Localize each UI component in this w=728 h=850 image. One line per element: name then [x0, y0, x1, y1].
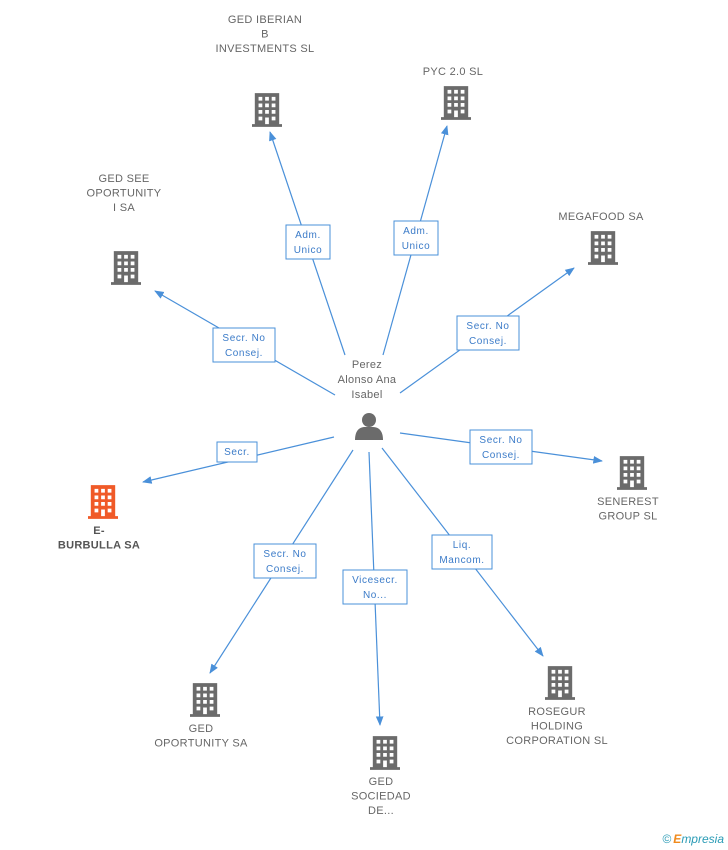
- company-node-ged-see[interactable]: GED SEE OPORTUNITY I SA: [87, 173, 162, 285]
- building-icon: [88, 485, 118, 519]
- edge-megafood: Secr. No Consej.: [399, 267, 575, 394]
- edge-ged-iberian: Adm. Unico: [269, 131, 346, 356]
- company-node-megafood[interactable]: MEGAFOOD SA: [558, 211, 644, 265]
- brand-logo-text: mpresia: [681, 832, 724, 846]
- company-label-line: GED SEE: [98, 173, 149, 185]
- company-label-line: PYC 2.0 SL: [423, 66, 483, 78]
- company-label-line: B: [261, 29, 269, 41]
- person-icon: [355, 413, 383, 440]
- company-label-line: HOLDING: [531, 721, 583, 733]
- building-icon: [588, 231, 618, 265]
- building-icon: [370, 736, 400, 770]
- company-label-line: SENEREST: [597, 496, 659, 508]
- edge-label-pyc[interactable]: Adm. Unico: [393, 220, 439, 256]
- company-label-line: GED IBERIAN: [228, 14, 302, 26]
- edge-senerest: Secr. No Consej.: [399, 429, 603, 465]
- edge-label-text: Mancom.: [439, 555, 484, 566]
- company-label-line: BURBULLA SA: [58, 540, 140, 552]
- edge-rosegur: Liq. Mancom.: [381, 447, 544, 657]
- edge-label-ged-sociedad[interactable]: Vicesecr. No...: [342, 569, 408, 605]
- edge-label-text: Liq.: [453, 540, 472, 551]
- brand-logo-initial: E: [673, 832, 682, 846]
- center-person-node[interactable]: Perez Alonso Ana Isabel: [338, 359, 397, 440]
- building-icon: [252, 93, 282, 127]
- company-label-line: I SA: [113, 202, 135, 214]
- edge-label-megafood[interactable]: Secr. No Consej.: [456, 315, 520, 351]
- edge-label-ged-see[interactable]: Secr. No Consej.: [212, 327, 276, 363]
- company-label-line: OPORTUNITY: [87, 188, 162, 200]
- edge-label-e-burbulla[interactable]: Secr.: [216, 441, 258, 463]
- center-label-line-0: Perez: [352, 359, 382, 371]
- edge-ged-see: Secr. No Consej.: [154, 290, 336, 396]
- edge-pyc: Adm. Unico: [382, 125, 449, 356]
- edge-label-rosegur[interactable]: Liq. Mancom.: [431, 534, 493, 570]
- company-label-line: INVESTMENTS SL: [216, 43, 315, 55]
- center-label-line-2: Isabel: [351, 389, 382, 401]
- company-node-ged-oportunity[interactable]: GED OPORTUNITY SA: [154, 683, 248, 750]
- company-label-line: DE...: [368, 805, 394, 817]
- company-label-line: MEGAFOOD SA: [558, 211, 644, 223]
- edge-label-box: [216, 441, 258, 463]
- company-node-senerest[interactable]: SENEREST GROUP SL: [597, 456, 659, 523]
- edge-label-text: Secr. No: [263, 549, 306, 560]
- nodes-layer: GED IBERIAN B INVESTMENTS SL PYC 2.0 SL GED …: [58, 14, 659, 817]
- company-label-line: SOCIEDAD: [351, 791, 411, 803]
- edge-label-text: Consej.: [482, 450, 520, 461]
- edge-label-text: Secr.: [224, 447, 250, 458]
- edge-label-text: Unico: [402, 241, 431, 252]
- company-node-rosegur[interactable]: ROSEGUR HOLDING CORPORATION SL: [506, 666, 608, 747]
- company-label-line: ROSEGUR: [528, 706, 586, 718]
- edge-label-text: No...: [363, 590, 387, 601]
- company-label-line: OPORTUNITY SA: [154, 738, 248, 750]
- edge-ged-oportunity: Secr. No Consej.: [209, 449, 354, 674]
- building-icon: [111, 251, 141, 285]
- building-icon: [190, 683, 220, 717]
- center-label-line-1: Alonso Ana: [338, 374, 397, 386]
- edge-label-ged-oportunity[interactable]: Secr. No Consej.: [253, 543, 317, 579]
- edge-label-box: [253, 543, 317, 579]
- edge-label-text: Secr. No: [479, 435, 522, 446]
- edge-label-box: [456, 315, 520, 351]
- company-node-ged-sociedad[interactable]: GED SOCIEDAD DE...: [351, 736, 411, 817]
- company-node-pyc[interactable]: PYC 2.0 SL: [423, 66, 483, 120]
- edge-e-burbulla: Secr.: [142, 436, 335, 484]
- edge-label-text: Secr. No: [222, 333, 265, 344]
- edge-label-text: Adm.: [403, 226, 429, 237]
- edge-label-text: Vicesecr.: [352, 575, 398, 586]
- building-icon: [441, 86, 471, 120]
- edge-label-box: [393, 220, 439, 256]
- edge-label-ged-iberian[interactable]: Adm. Unico: [285, 224, 331, 260]
- company-node-e-burbulla[interactable]: E- BURBULLA SA: [58, 485, 140, 552]
- company-label-line: GED: [189, 723, 214, 735]
- edge-label-text: Consej.: [266, 564, 304, 575]
- building-icon: [545, 666, 575, 700]
- edge-label-text: Unico: [294, 245, 323, 256]
- building-icon: [617, 456, 647, 490]
- company-label-line: E-: [93, 525, 105, 537]
- edge-label-text: Consej.: [225, 348, 263, 359]
- copyright-icon: ©: [662, 832, 672, 846]
- company-label-line: GROUP SL: [598, 511, 657, 523]
- edge-label-box: [285, 224, 331, 260]
- edge-label-text: Secr. No: [466, 321, 509, 332]
- edge-label-senerest[interactable]: Secr. No Consej.: [469, 429, 533, 465]
- edge-label-box: [431, 534, 493, 570]
- company-label-line: CORPORATION SL: [506, 735, 608, 747]
- edge-label-box: [469, 429, 533, 465]
- company-label-line: GED: [369, 776, 394, 788]
- edge-label-text: Consej.: [469, 336, 507, 347]
- edge-ged-sociedad: Vicesecr. No...: [342, 451, 408, 726]
- edge-label-text: Adm.: [295, 230, 321, 241]
- edge-label-box: [212, 327, 276, 363]
- watermark: ©Empresia: [662, 832, 724, 846]
- company-node-ged-iberian[interactable]: GED IBERIAN B INVESTMENTS SL: [216, 14, 315, 127]
- edge-label-box: [342, 569, 408, 605]
